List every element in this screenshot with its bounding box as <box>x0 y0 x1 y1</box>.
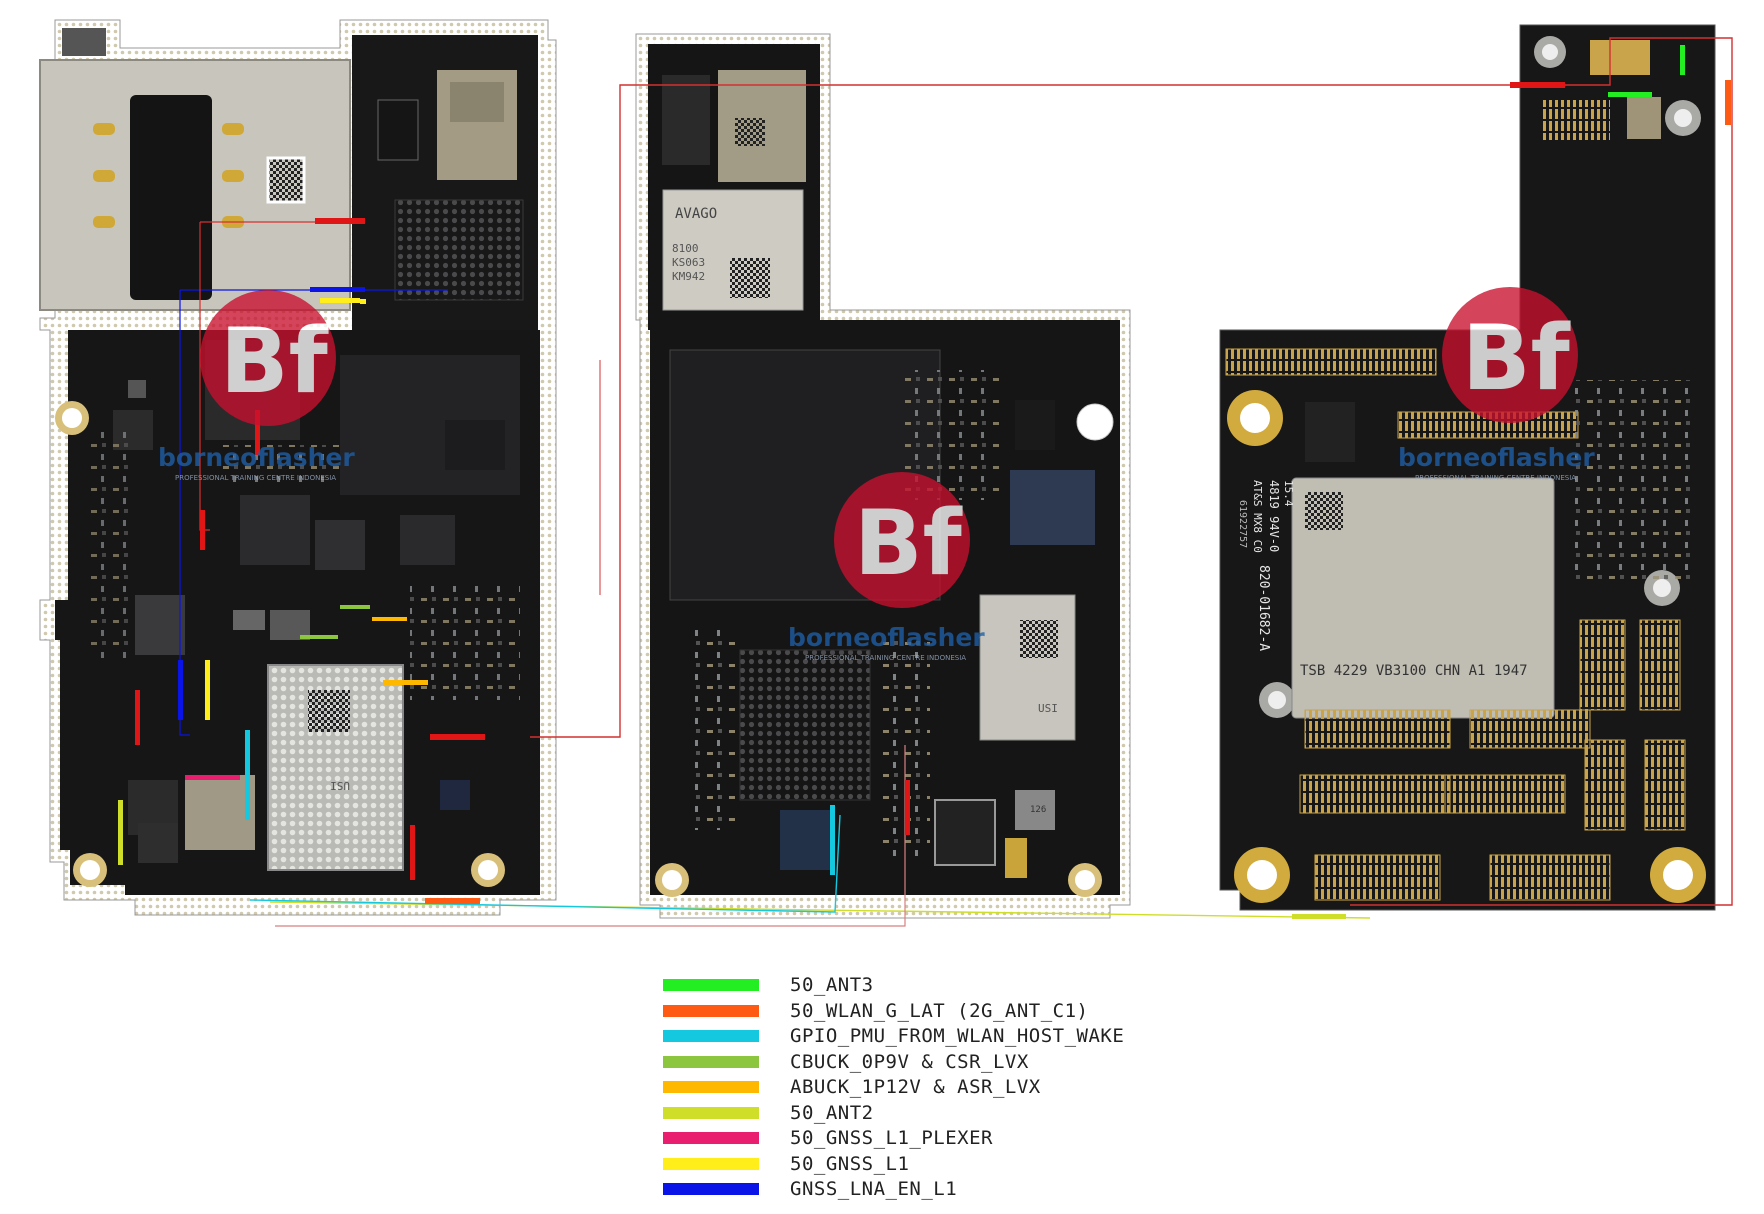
marker-wlan-lat-right <box>1725 80 1731 125</box>
line-swatch-icon <box>663 979 759 991</box>
line-swatch-icon <box>663 1132 759 1144</box>
watermark-brand-middle: borneoflasher <box>788 623 985 652</box>
line-swatch-icon <box>663 1183 759 1195</box>
marker-red-v5 <box>255 410 260 455</box>
watermark-left: Bf borneoflasher PROFESSIONAL TRAINING C… <box>158 290 355 482</box>
marker-yellow-small <box>360 299 366 304</box>
marker-cbuck-2 <box>340 605 370 609</box>
right-board <box>1219 24 1716 911</box>
pmu-bga <box>739 649 871 801</box>
line-swatch-icon <box>663 1030 759 1042</box>
marker-ant2-right <box>1292 914 1346 919</box>
avago-brand-text: AVAGO <box>675 206 717 222</box>
marker-ant3 <box>1608 92 1652 97</box>
legend-label: GPIO_PMU_FROM_WLAN_HOST_WAKE <box>790 1025 1125 1047</box>
marker-blue-left <box>178 660 183 720</box>
legend-row-ant3: 50_ANT3 <box>663 972 874 998</box>
legend-row-wlan-g-lat: 50_WLAN_G_LAT (2G_ANT_C1) <box>663 998 1088 1024</box>
marker-cbuck <box>300 635 338 639</box>
rating-text: 4819 94V-0 <box>1267 480 1281 552</box>
line-swatch-icon <box>663 1106 759 1119</box>
marker-red-v4 <box>905 780 910 835</box>
legend-row-gnss-plexer: 50_GNSS_L1_PLEXER <box>663 1125 993 1151</box>
marker-host-wake-mid <box>830 805 835 875</box>
marker-yellow-left <box>205 660 210 720</box>
marker-abuck-2 <box>372 617 407 621</box>
watermark-tagline-right: PROFESSIONAL TRAINING CENTRE INDONESIA <box>1415 474 1576 482</box>
watermark-tagline-left: PROFESSIONAL TRAINING CENTRE INDONESIA <box>175 474 336 482</box>
marker-red-v2 <box>200 510 205 550</box>
watermark-tagline-middle: PROFESSIONAL TRAINING CENTRE INDONESIA <box>805 654 966 662</box>
watermark-right: Bf borneoflasher PROFESSIONAL TRAINING C… <box>1398 287 1595 482</box>
legend-label: GNSS_LNA_EN_L1 <box>790 1178 958 1200</box>
legend-label: CBUCK_0P9V & CSR_LVX <box>790 1050 1029 1073</box>
wifi-module-text: TSB 4229 VB3100 CHN A1 1947 <box>1300 663 1528 679</box>
usi-module-middle <box>979 594 1076 741</box>
rf-bga-chip <box>394 199 524 301</box>
legend-row-host-wake: GPIO_PMU_FROM_WLAN_HOST_WAKE <box>663 1023 1124 1049</box>
legend-label: 50_WLAN_G_LAT (2G_ANT_C1) <box>790 999 1089 1022</box>
line-swatch-icon <box>663 1004 759 1017</box>
left-board <box>39 19 557 916</box>
legend-row-cbuck: CBUCK_0P9V & CSR_LVX <box>663 1049 1029 1075</box>
avago-line-3: KM942 <box>672 270 705 283</box>
rating2-text: AT&S MX8 C0 <box>1251 480 1264 553</box>
line-swatch-icon <box>663 1157 759 1170</box>
legend-label: 50_GNSS_L1 <box>790 1152 910 1175</box>
watermark-middle: Bf borneoflasher PROFESSIONAL TRAINING C… <box>788 472 985 662</box>
marker-blue-sim <box>310 287 365 292</box>
watermark-brand-right: borneoflasher <box>1398 443 1595 472</box>
board-id-text: 820-01682-A <box>1256 565 1271 651</box>
marker-red-v3 <box>410 825 415 880</box>
small-chip-text: 126 <box>1030 805 1046 815</box>
watermark-brand-left: borneoflasher <box>158 443 355 472</box>
legend-label: 50_ANT2 <box>790 1101 874 1124</box>
legend-row-abuck: ABUCK_1P12V & ASR_LVX <box>663 1074 1041 1100</box>
legend-label: 50_GNSS_L1_PLEXER <box>790 1127 993 1149</box>
rev-text: 15.4 <box>1282 480 1295 507</box>
watermark-logo-right: Bf <box>1462 306 1571 411</box>
avago-line-1: 8100 <box>672 242 699 255</box>
trace-gnss-lna <box>179 290 190 736</box>
marker-red-right <box>430 734 485 740</box>
legend-label: ABUCK_1P12V & ASR_LVX <box>790 1076 1041 1098</box>
marker-ant2-left <box>118 800 123 865</box>
usi-left-text: USI <box>330 779 350 792</box>
marker-host-wake-left <box>245 730 250 820</box>
marker-red-v1 <box>135 690 140 745</box>
chip-text-group: AVAGO 8100 KS063 KM942 USI USI TSB 4229 … <box>330 206 1527 815</box>
pcb-diagram: AVAGO 8100 KS063 KM942 USI USI TSB 4229 … <box>39 19 1733 927</box>
usi-middle-text: USI <box>1038 702 1058 715</box>
marker-ant3b <box>1680 45 1685 75</box>
legend-row-gnss-lna-en: GNSS_LNA_EN_L1 <box>663 1176 957 1202</box>
marker-red-top <box>1510 82 1565 88</box>
board-id2-text: 61922757 <box>1237 500 1248 548</box>
marker-wlan-lat-left <box>425 898 480 904</box>
avago-line-2: KS063 <box>672 256 705 269</box>
watermark-logo-left: Bf <box>220 309 329 414</box>
marker-plexer-left <box>185 775 240 780</box>
legend-row-gnss-l1: 50_GNSS_L1 <box>663 1151 909 1177</box>
legend-row-ant2: 50_ANT2 <box>663 1100 874 1126</box>
line-swatch-icon <box>663 1081 759 1093</box>
marker-red-sim <box>315 218 365 224</box>
line-swatch-icon <box>663 1055 759 1068</box>
net-markers <box>118 45 1731 919</box>
legend-label: 50_ANT3 <box>790 974 874 996</box>
marker-abuck <box>383 680 428 685</box>
trace-wlan-long <box>530 37 1733 906</box>
watermark-logo-middle: Bf <box>854 491 963 596</box>
marker-yellow-sim <box>320 298 360 303</box>
middle-board <box>635 33 1131 919</box>
